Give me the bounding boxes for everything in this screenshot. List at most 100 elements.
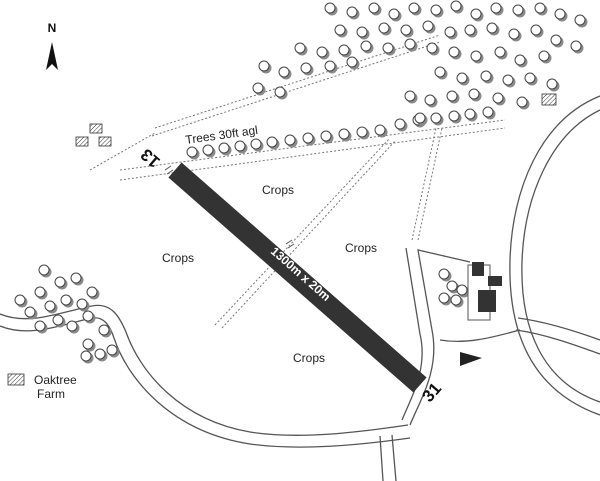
north-arrow: N: [46, 21, 58, 70]
tree-icon: [492, 92, 504, 104]
tree-icon: [430, 4, 442, 16]
tree-icon: [302, 132, 314, 144]
tree-icon: [468, 88, 480, 100]
tree-icon: [516, 96, 528, 108]
runway-end-31: 31: [418, 379, 445, 406]
farm-buildings: [460, 262, 502, 366]
tree-icon: [448, 46, 460, 58]
tree-icon: [438, 268, 450, 280]
crops-label: Crops: [293, 351, 325, 365]
tree-icon: [346, 6, 358, 18]
tree-icon: [450, 0, 462, 12]
tree-icon: [470, 50, 482, 62]
road-east-edge-a: [509, 95, 600, 416]
tree-icon: [426, 42, 438, 54]
tree-icon: [106, 344, 118, 356]
tree-icon: [278, 66, 290, 78]
road-west-edge-a: [0, 304, 409, 436]
tree-icon: [284, 134, 296, 146]
farm-lane-link-east: [515, 329, 600, 355]
hatched-building: [7, 373, 25, 386]
tree-icon: [368, 2, 380, 14]
track-crossings: [164, 165, 295, 249]
tree-icon: [482, 106, 494, 118]
building: [478, 290, 496, 312]
tree-icon: [34, 320, 46, 332]
tree-icon: [324, 60, 336, 72]
road-east-edge-b: [521, 109, 600, 403]
north-arrow-icon: [46, 42, 58, 70]
tree-icon: [550, 34, 562, 46]
tree-icon: [382, 42, 394, 54]
tree-icon: [530, 24, 542, 36]
tree-icon: [334, 24, 346, 36]
tree-icon: [414, 112, 426, 124]
north-label: N: [48, 21, 57, 35]
crops-label: Crops: [345, 241, 377, 255]
map-labels: Trees 30ft agl Crops Crops Crops Crops O…: [34, 123, 377, 401]
farm-label-line1: Oaktree: [34, 373, 77, 387]
tree-icon: [404, 90, 416, 102]
tree-icon: [82, 338, 94, 350]
tree-icon: [512, 4, 524, 16]
track-north-b: [151, 41, 441, 137]
tree-icon: [234, 140, 246, 152]
tree-icon: [186, 146, 198, 158]
farm-lane-a: [409, 249, 471, 426]
tree-icon: [38, 264, 50, 276]
track-diagonal-a: [214, 137, 391, 326]
tree-icon: [444, 26, 456, 38]
tree-icon: [266, 136, 278, 148]
tree-icon: [570, 40, 582, 52]
tree-icon: [400, 24, 412, 36]
hatched-building: [75, 136, 89, 147]
tree-icon: [24, 306, 36, 318]
tree-icon: [538, 50, 550, 62]
tree-icon: [394, 118, 406, 130]
tree-icon: [464, 108, 476, 120]
road-south-edge-b: [391, 434, 397, 481]
tree-icon: [356, 126, 368, 138]
tree-icon: [274, 86, 286, 98]
tree-icon: [430, 112, 442, 124]
tree-icon: [438, 292, 450, 304]
tree-icon: [456, 284, 468, 296]
tree-icon: [52, 314, 64, 326]
road-south-edge-a: [379, 435, 384, 481]
tree-icon: [202, 144, 214, 156]
farm-label-line2: Farm: [37, 387, 65, 401]
tree-icon: [502, 74, 514, 86]
tree-icon: [464, 24, 476, 36]
tree-groups: [14, 0, 588, 364]
track-east-b: [417, 127, 443, 241]
tree-icon: [574, 14, 586, 26]
tree-icon: [86, 286, 98, 298]
tree-icon: [486, 22, 498, 34]
tree-icon: [98, 324, 110, 336]
building: [488, 276, 502, 286]
tree-icon: [258, 60, 270, 72]
tree-icon: [324, 2, 336, 14]
tree-icon: [82, 310, 94, 322]
tree-icon: [490, 2, 502, 14]
tree-icon: [446, 90, 458, 102]
tree-icon: [470, 8, 482, 20]
tree-icon: [546, 78, 558, 90]
tree-icon: [300, 62, 312, 74]
tree-icon: [316, 46, 328, 58]
tree-icon: [446, 280, 458, 292]
tree-icon: [34, 286, 46, 298]
tree-icon: [534, 2, 546, 14]
tree-icon: [554, 8, 566, 20]
tree-icon: [338, 44, 350, 56]
track-west-fence: [89, 132, 156, 171]
track-east-west-a: [119, 119, 506, 171]
crops-label: Crops: [262, 183, 294, 197]
tree-icon: [252, 82, 264, 94]
crossing-mark: [164, 165, 174, 175]
tree-icon: [14, 294, 26, 306]
tree-icon: [44, 300, 56, 312]
tree-icon: [66, 320, 78, 332]
tree-icon: [404, 38, 416, 50]
